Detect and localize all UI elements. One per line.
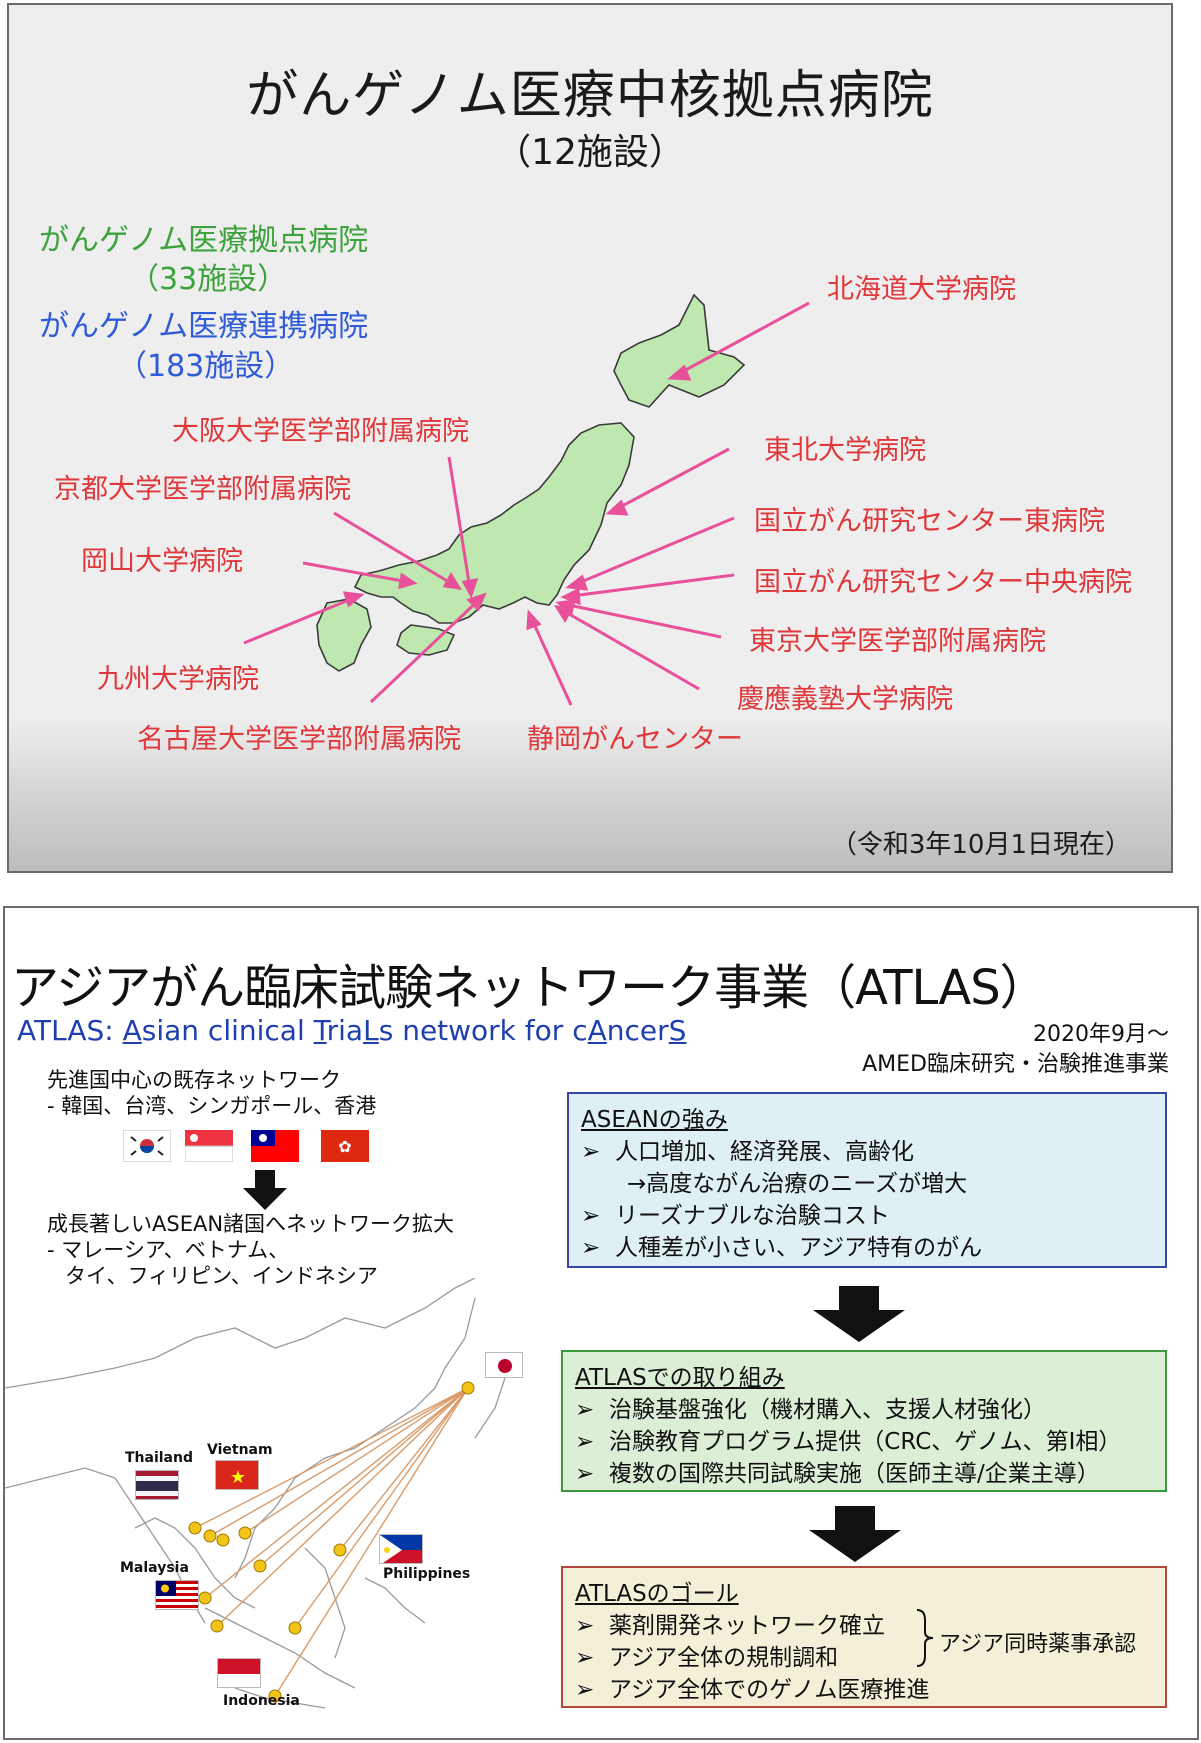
legend-core-count: （33施設） [129,262,288,297]
thailand-flag-icon [135,1470,179,1500]
list-item: ➢アジア全体の規制調和 [575,1645,839,1671]
hospital-label: 名古屋大学医学部附属病院 [137,724,461,755]
program-date: 2020年9月～ AMED臨床研究・治験推進事業 [862,1022,1169,1077]
hospital-label: 京都大学医学部附属病院 [54,474,351,505]
hospital-label: 慶應義塾大学病院 [737,684,953,715]
japan-map [243,293,810,706]
simultaneous-approval-note: アジア同時薬事承認 [939,1632,1137,1657]
slide2-subtitle: ATLAS: Asian clinical TriaLs network for… [17,1014,687,1047]
down-arrow-icon [813,1286,905,1342]
asean-strengths-box: ASEANの強み ➢人口増加、経済発展、高齢化 →高度ながん治療のニーズが増大 … [567,1092,1167,1268]
slide1-subtitle: （12施設） [495,132,685,173]
hospital-label: 岡山大学病院 [81,546,243,577]
list-item: ➢アジア全体でのゲノム医療推進 [575,1677,930,1703]
brace-icon [916,1609,934,1667]
hospital-label: 九州大学病院 [97,664,259,695]
slide1-title: がんゲノム医療中核拠点病院 [246,66,934,126]
expand-title: 成長著しいASEAN諸国へネットワーク拡大 [47,1212,455,1236]
atlas-goals-box: ATLASのゴール ➢薬剤開発ネットワーク確立 ➢アジア全体の規制調和 ➢アジア… [561,1566,1167,1708]
box-title: ATLASのゴール [575,1581,739,1607]
label-malaysia: Malaysia [120,1560,189,1576]
existing-network-title: 先進国中心の既存ネットワーク [47,1068,341,1092]
list-item: ➢人口増加、経済発展、高齢化 [581,1139,914,1165]
indonesia-flag-icon [217,1658,261,1688]
svg-text:★: ★ [230,1467,246,1488]
legend-partner-count: （183施設） [117,349,295,384]
malaysia-flag-icon [155,1580,199,1610]
date-note: （令和3年10月1日現在） [830,830,1131,860]
hospital-label: 東京大学医学部附属病院 [749,626,1046,657]
slide2-title: アジアがん臨床試験ネットワーク事業（ATLAS） [11,960,1048,1016]
japan-flag-icon [485,1352,523,1378]
list-item: ➢人種差が小さい、アジア特有のがん [581,1235,983,1261]
label-thailand: Thailand [125,1450,193,1466]
svg-text:✿: ✿ [338,1137,351,1156]
list-item: ➢治験教育プログラム提供（CRC、ゲノム、第I相） [575,1429,1122,1455]
hospital-label: 国立がん研究センター東病院 [754,506,1105,537]
label-indonesia: Indonesia [223,1693,300,1709]
vietnam-flag-icon: ★ [215,1460,259,1490]
honshu-shape [353,422,635,624]
taiwan-flag-icon [251,1130,299,1162]
korea-flag-icon [123,1130,171,1162]
legend-partner-label: がんゲノム医療連携病院 [39,309,369,344]
asia-network-map [5,1278,506,1709]
hospital-label: 大阪大学医学部附属病院 [172,416,469,447]
box-title: ASEANの強み [581,1107,728,1133]
hospital-label: 静岡がんセンター [527,724,743,755]
expand-list-1: - マレーシア、ベトナム、 [47,1238,290,1262]
down-arrow-icon [809,1506,901,1562]
hokkaido-shape [613,293,746,408]
label-vietnam: Vietnam [207,1442,273,1458]
philippines-flag-icon [379,1534,423,1564]
label-philippines: Philippines [383,1566,471,1582]
expand-list-2: タイ、フィリピン、インドネシア [65,1264,378,1288]
list-item: ➢薬剤開発ネットワーク確立 [575,1613,885,1639]
atlas-initiatives-box: ATLASでの取り組み ➢治験基盤強化（機材購入、支援人材強化） ➢治験教育プロ… [561,1350,1167,1492]
hospital-label: 東北大学病院 [764,435,926,466]
legend-core-label: がんゲノム医療拠点病院 [39,223,369,258]
box-title: ATLASでの取り組み [575,1365,785,1391]
kyushu-shape [316,598,372,672]
hospital-label: 国立がん研究センター中央病院 [754,567,1132,598]
slide-atlas: アジアがん臨床試験ネットワーク事業（ATLAS） ATLAS: Asian cl… [3,906,1199,1740]
list-item: ➢リーズナブルな治験コスト [581,1203,890,1229]
hospital-label: 北海道大学病院 [827,274,1016,305]
list-item: ➢治験基盤強化（機材購入、支援人材強化） [575,1397,1046,1423]
list-item: →高度ながん治療のニーズが増大 [627,1171,968,1197]
slide-genome-hospitals: がんゲノム医療中核拠点病院 （12施設） がんゲノム医療拠点病院 （33施設） … [7,3,1173,873]
hongkong-flag-icon: ✿ [321,1130,369,1162]
singapore-flag-icon [185,1130,233,1162]
list-item: ➢複数の国際共同試験実施（医師主導/企業主導） [575,1461,1100,1487]
down-arrow-icon [243,1170,287,1210]
existing-network-list: - 韓国、台湾、シンガポール、香港 [47,1094,377,1118]
